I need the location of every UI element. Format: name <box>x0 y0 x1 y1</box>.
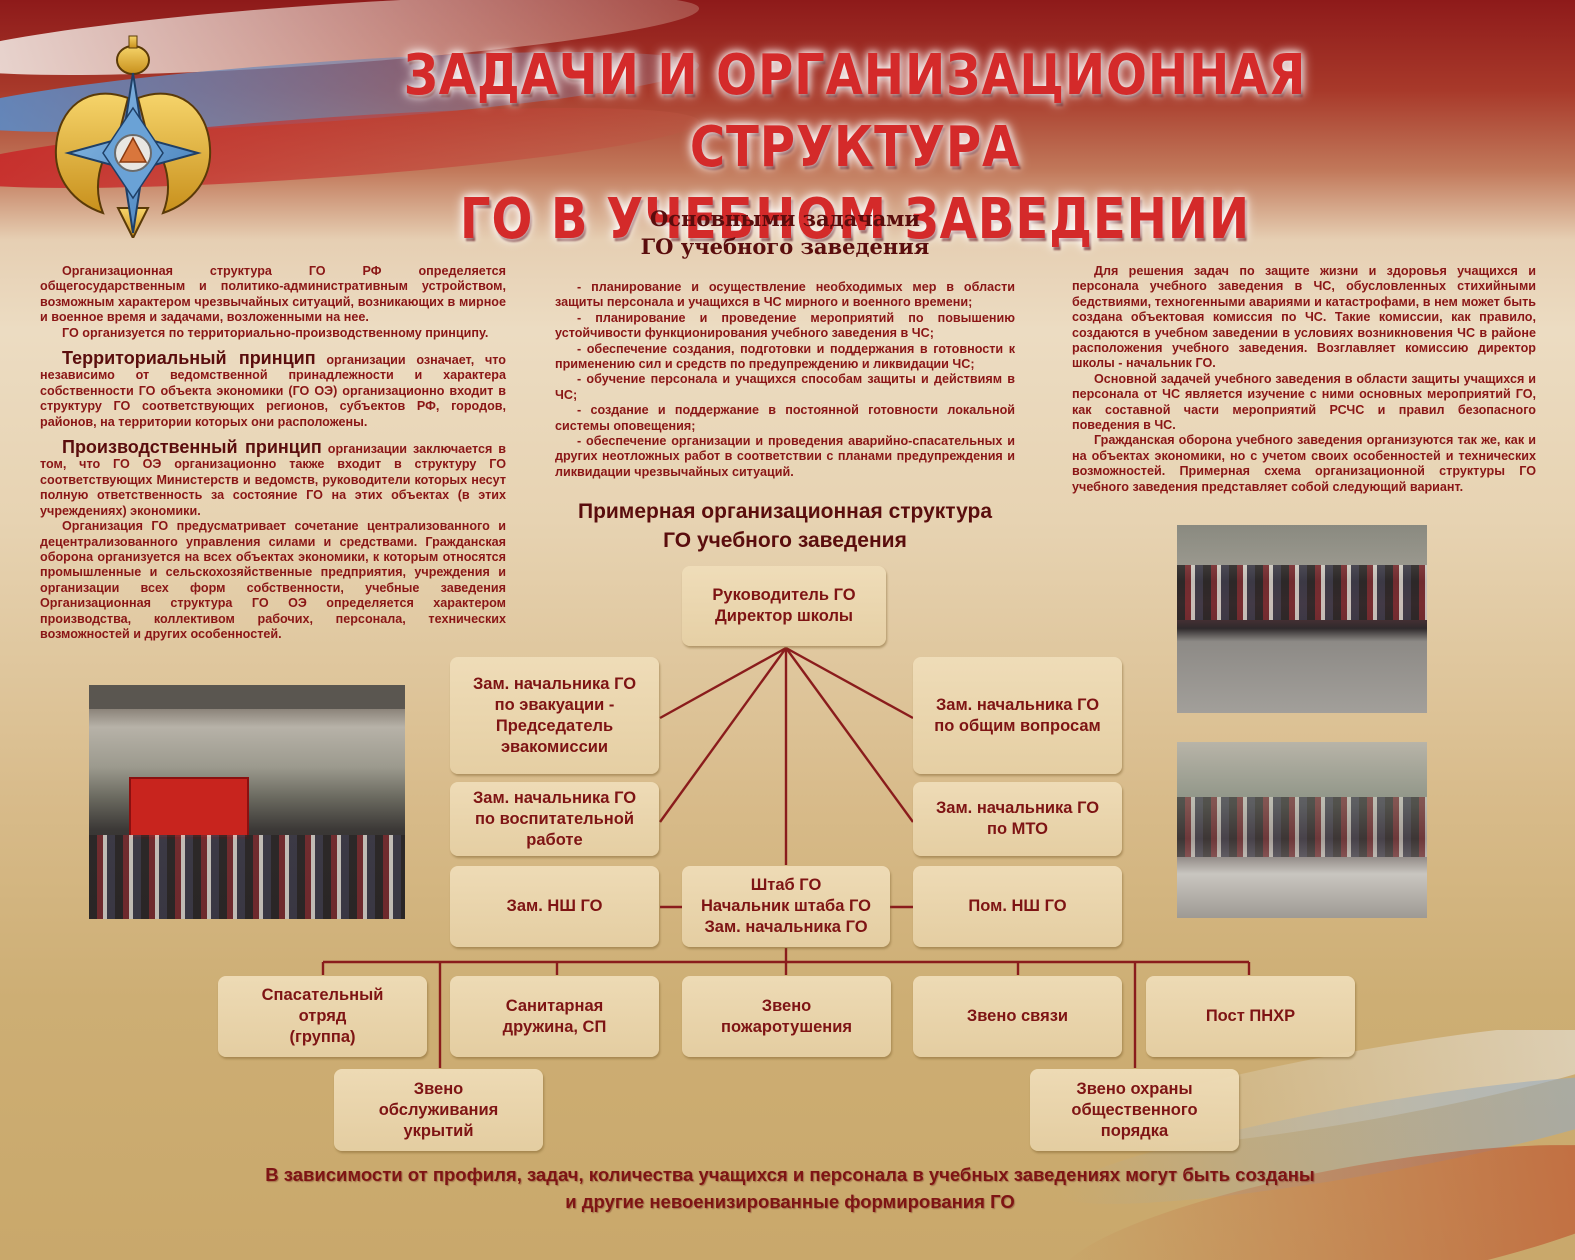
task-item: - обеспечение организации и проведения а… <box>555 434 1015 479</box>
poster-title: ЗАДАЧИ И ОРГАНИЗАЦИОННАЯ СТРУКТУРА ГО В … <box>300 40 1409 256</box>
org-node-rescue-team: Спасательный отряд (группа) <box>218 976 427 1057</box>
org-node-assistant-chief-of-staff: Пом. НШ ГО <box>913 866 1122 947</box>
org-node-staff: Штаб ГО Начальник штаба ГО Зам. начальни… <box>682 866 890 947</box>
task-item: - создание и поддержание в постоянной го… <box>555 403 1015 433</box>
task-item: - планирование и осуществление необходим… <box>555 280 1015 310</box>
paragraph: Организационная структура ГО РФ определя… <box>40 264 506 325</box>
left-text-column: Организационная структура ГО РФ определя… <box>40 264 506 642</box>
title-line-1: ЗАДАЧИ И ОРГАНИЗАЦИОННАЯ СТРУКТУРА <box>403 43 1307 180</box>
org-node-public-order-unit: Звено охраны общественного порядка <box>1030 1069 1239 1151</box>
paragraph: ГО организуется по территориально-произв… <box>62 325 489 340</box>
task-item: - планирование и проведение мероприятий … <box>555 310 1015 341</box>
paragraph: Организация ГО предусматривает сочетание… <box>40 519 506 641</box>
lead-term: Территориальный принцип <box>62 348 316 369</box>
paragraph: Для решения задач по защите жизни и здор… <box>1072 264 1536 371</box>
students-exiting-school-photo <box>1177 742 1427 918</box>
tasks-heading: Основными задачами ГО учебного заведения <box>640 206 930 259</box>
paragraph-production: Производственный принцип организации зак… <box>40 437 506 518</box>
tasks-list: - планирование и осуществление необходим… <box>555 280 1015 480</box>
org-node-firefighting-unit: Звено пожаротушения <box>682 976 891 1057</box>
org-node-deputy-general: Зам. начальника ГО по общим вопросам <box>913 657 1122 774</box>
evacuation-fire-truck-photo <box>89 685 405 919</box>
org-node-sanitary-squad: Санитарная дружина, СП <box>450 976 659 1057</box>
task-item: - обучение персонала и учащихся способам… <box>555 372 1015 402</box>
org-node-deputy-evacuation: Зам. начальника ГО по эвакуации - Предсе… <box>450 657 659 774</box>
footer-note: В зависимости от профиля, задач, количес… <box>265 1164 1315 1212</box>
title-line-2: ГО В УЧЕБНОМ ЗАВЕДЕНИИ <box>459 187 1251 252</box>
right-text-column: Для решения задач по защите жизни и здор… <box>1072 264 1536 495</box>
task-item: - обеспечение создания, подготовки и под… <box>555 341 1015 372</box>
org-node-deputy-mto: Зам. начальника ГО по МТО <box>913 782 1122 856</box>
org-node-radiation-chem-post: Пост ПНХР <box>1146 976 1355 1057</box>
students-assembled-photo <box>1177 525 1427 713</box>
org-node-shelter-service-unit: Звено обслуживания укрытий <box>334 1069 543 1151</box>
org-node-head: Руководитель ГО Директор школы <box>682 566 886 646</box>
emchs-emblem-icon <box>54 35 212 238</box>
org-chart-heading: Примерная организационная структура ГО у… <box>577 500 993 552</box>
paragraph: Гражданская оборона учебного заведения о… <box>1072 433 1536 494</box>
org-node-deputy-chief-of-staff: Зам. НШ ГО <box>450 866 659 947</box>
paragraph: Основной задачей учебного заведения в об… <box>1072 371 1536 433</box>
org-node-communications-unit: Звено связи <box>913 976 1122 1057</box>
paragraph-territorial: Территориальный принцип организации озна… <box>40 348 506 429</box>
org-node-deputy-education: Зам. начальника ГО по воспитательной раб… <box>450 782 659 856</box>
lead-term: Производственный принцип <box>62 437 322 458</box>
